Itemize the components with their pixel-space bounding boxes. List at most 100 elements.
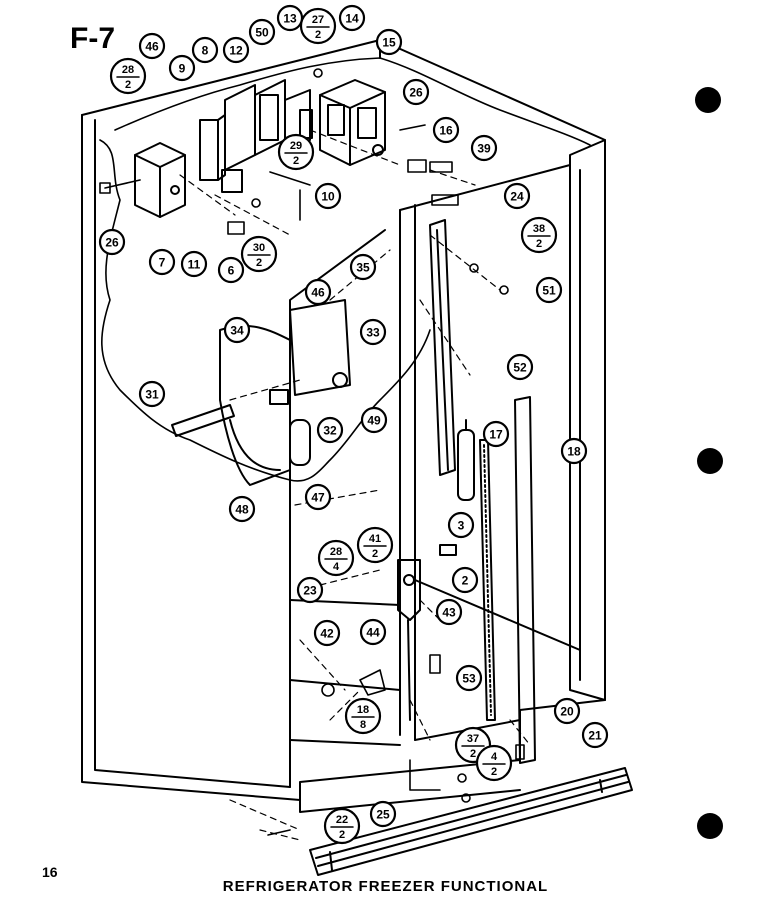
callout-circle (435, 598, 463, 626)
part-callout: 50 (248, 18, 276, 46)
callout-circle (98, 228, 126, 256)
callout-number: 47 (311, 491, 325, 505)
callout-circle (240, 235, 278, 273)
callout-circle (475, 744, 513, 782)
callout-number: 2 (491, 766, 497, 778)
callout-circle (520, 216, 558, 254)
part-callout: 49 (360, 406, 388, 434)
callout-circle (375, 28, 403, 56)
part-callout: 222 (323, 807, 361, 845)
part-callout: 272 (299, 7, 337, 45)
callout-number: 4 (491, 751, 498, 763)
callout-number: 30 (253, 242, 265, 254)
callout-circle (451, 566, 479, 594)
callout-number: 8 (202, 44, 209, 58)
callout-number: 51 (542, 284, 556, 298)
part-callout: 42 (313, 619, 341, 647)
part-callout: 46 (138, 32, 166, 60)
part-callout: 20 (553, 697, 581, 725)
callout-number: 13 (283, 12, 297, 26)
callout-number: 43 (442, 606, 456, 620)
part-callout: 43 (435, 598, 463, 626)
figure-id: F-7 (70, 22, 115, 55)
callout-circle (503, 182, 531, 210)
callout-circle (482, 420, 510, 448)
callout-circle (222, 36, 250, 64)
part-callout: 42 (475, 744, 513, 782)
callout-number: 3 (458, 519, 465, 533)
callout-circle (455, 664, 483, 692)
binder-hole (695, 87, 721, 113)
callout-circle (323, 807, 361, 845)
callout-number: 33 (366, 326, 380, 340)
callout-number: 2 (256, 257, 262, 269)
callout-circle (109, 57, 147, 95)
kick-plate-grille (309, 767, 633, 876)
part-callout: 10 (314, 182, 342, 210)
callout-number: 15 (382, 36, 396, 50)
callout-number: 17 (489, 428, 503, 442)
callout-number: 42 (320, 627, 334, 641)
part-callout: 34 (223, 316, 251, 344)
part-callout: 53 (455, 664, 483, 692)
callout-number: 26 (105, 236, 119, 250)
callout-number: 2 (536, 238, 542, 250)
spring-rod (479, 439, 496, 721)
callout-number: 37 (467, 733, 479, 745)
callout-circle (349, 253, 377, 281)
callout-number: 2 (125, 79, 131, 91)
callout-circle (447, 511, 475, 539)
part-callout: 17 (482, 420, 510, 448)
callout-circle (180, 250, 208, 278)
callout-circle (313, 619, 341, 647)
callout-number: 52 (513, 361, 527, 375)
callout-circle (432, 116, 460, 144)
callout-number: 26 (409, 86, 423, 100)
callout-number: 11 (188, 258, 201, 272)
part-callout: 13 (276, 4, 304, 32)
callout-circle (228, 495, 256, 523)
callout-number: 23 (303, 584, 317, 598)
callout-number: 18 (357, 704, 369, 716)
callout-circle (296, 576, 324, 604)
callout-number: 44 (366, 626, 380, 640)
callout-number: 31 (145, 388, 159, 402)
page-number: 16 (42, 864, 58, 880)
thermostat-bracket (199, 114, 243, 193)
callout-number: 2 (339, 829, 345, 841)
callout-circle (581, 721, 609, 749)
part-callout: 24 (503, 182, 531, 210)
callout-circle (148, 248, 176, 276)
callout-number: 25 (376, 808, 390, 822)
part-callout: 47 (304, 483, 332, 511)
callout-number: 20 (560, 705, 574, 719)
part-callout: 11 (180, 250, 208, 278)
part-callout: 9 (168, 54, 196, 82)
callout-number: 18 (567, 445, 581, 459)
callout-number: 27 (312, 14, 324, 26)
switch-housings (224, 79, 313, 171)
callout-number: 34 (230, 324, 244, 338)
callout-number: 41 (369, 533, 381, 545)
part-callout: 12 (222, 36, 250, 64)
binder-hole (697, 448, 723, 474)
callout-number: 39 (477, 142, 491, 156)
callout-number: 2 (315, 29, 321, 41)
callout-number: 50 (255, 26, 269, 40)
callout-number: 10 (321, 190, 335, 204)
callout-number: 48 (235, 503, 249, 517)
part-callout: 292 (277, 133, 315, 171)
callout-circle (299, 7, 337, 45)
callout-number: 6 (228, 264, 235, 278)
callout-number: 16 (439, 124, 453, 138)
relay-housing (319, 79, 386, 166)
callout-circle (138, 380, 166, 408)
part-callout: 282 (109, 57, 147, 95)
callout-circle (217, 256, 245, 284)
callout-number: 2 (372, 548, 378, 560)
part-callout: 31 (138, 380, 166, 408)
small-fittings (99, 68, 509, 295)
part-callout: 7 (148, 248, 176, 276)
callout-circle (506, 353, 534, 381)
